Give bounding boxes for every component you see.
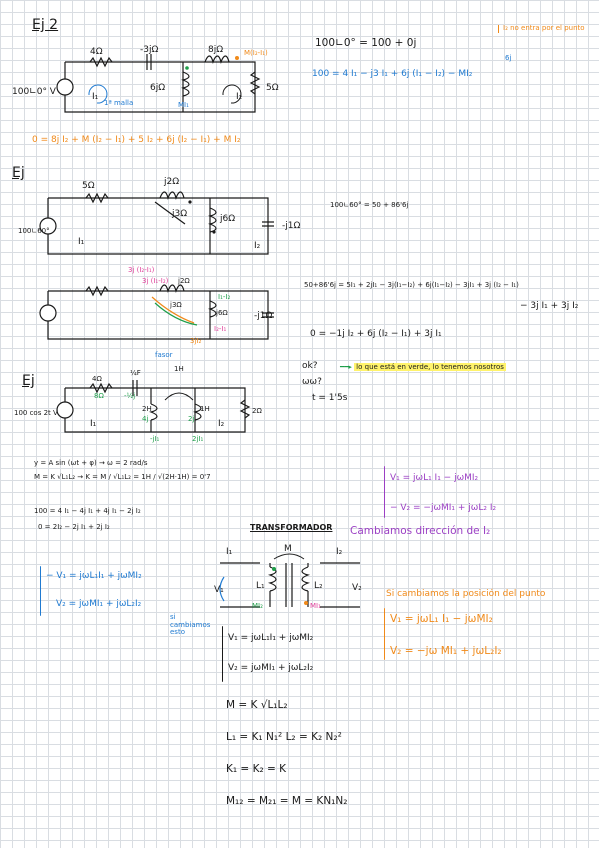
ej1-eq-phasor: 100∟60° = 50 + 86'6j [330,201,409,209]
trafo-right-note: Si cambiamos la posición del punto [386,589,546,599]
ej2-eq-tag: 6j [505,54,512,62]
ej1-b-a: 3j (I₂-I₁) [128,266,155,274]
ej3-rhs-brace [384,466,385,518]
ej3-eq-sin: y = A sin (ωt + φ) → ω = 2 rad/s [34,459,148,467]
ej2-circuit [56,54,261,113]
ej1-i1: I₁ [78,237,85,247]
ej1-b-d: j3Ω [170,301,182,309]
ej3-circuit [56,380,251,433]
ej3-n2: 2j [188,415,195,423]
ej2-title: Ej 2 [32,17,59,33]
trafo-right-v2: V₂ = −jω MI₁ + jωL₂I₂ [390,645,502,657]
ej2-r5: 5Ω [266,83,279,93]
ej1-b-c: j2Ω [178,277,190,285]
trafo-f4: M₁₂ = M₂₁ = M = KN₁N₂ [226,795,348,807]
trafo-left-v2: V₂ = jωMI₁ + jωL₂I₂ [56,599,142,609]
ej1-l3: j3Ω [172,209,188,219]
ej1-eq1: 50+86'6j = 5I₁ + 2jI₁ − 3j(I₁−I₂) + 6j(I… [304,281,519,289]
ej3-eq-a: 100 = 4 I₁ − 4j I₁ + 4j I₁ − 2j I₂ [34,507,141,515]
trafo-center-v2: V₂ = jωMI₁ + jωL₂I₂ [228,663,314,673]
ej2-i2: I₂ [236,92,243,102]
ej1-b-i: 3jI₂ [190,337,202,345]
ej3-r4: 4Ω [92,375,102,383]
ej2-eq-phasor: 100∟0° = 100 + 0j [315,37,417,49]
ej1-circuit-a [39,191,274,255]
trafo-center-brace [222,626,223,682]
ej3-q2: ωω? [302,377,322,387]
ej2-eq-mesh1: 100 = 4 I₁ − j3 I₁ + 6j (I₁ − I₂) − MI₂ [312,69,473,79]
ej3-rhs-v1: V₁ = jωL₁ I₁ − jωMI₂ [390,473,479,483]
ej2-r4: 4Ω [90,47,103,57]
ej1-r5: 5Ω [82,181,95,191]
ej2-i1: I₁ [92,92,99,102]
ej3-eq-m: M = K √L₁L₂ → K = M / √L₁L₂ = 1H / √(2H·… [34,473,211,481]
trafo-left-v1: − V₁ = jωL₁I₁ + jωMI₂ [46,571,142,581]
ej1-b-f: I₁-I₂ [218,293,231,301]
ej1-src: 100∟60° [18,227,50,235]
ej3-legend: ━━▸ lo que está en verde, lo tenemos nos… [340,363,506,371]
trafo-f3: K₁ = K₂ = K [226,763,287,775]
ej2-mi12: M(I₂-I₁) [244,49,268,57]
trafo-m: M [284,544,292,554]
ej1-b-h: I₂-I₁ [214,325,227,333]
trafo-change-dir: Cambiamos dirección de I₂ [350,525,491,537]
ej1-b-e: j6Ω [216,309,228,317]
ej3-ji2: 2jI₁ [192,435,204,443]
ej1-circuit-b [39,284,274,340]
ej3-legend-text: lo que está en verde, lo tenemos nosotro… [354,363,506,371]
ej3-fasor: fasor [155,351,173,359]
ej2-c3: -3jΩ [140,45,159,55]
ej1-b-g: -j1Ω [254,311,273,321]
ej3-ji1: -jI₁ [150,435,160,443]
ej3-q3: t = 1'5s [312,393,348,403]
trafo-left-brace [40,566,41,616]
ej1-eq1-tail: − 3j I₁ + 3j I₂ [520,301,579,311]
trafo-center-v1: V₁ = jωL₁I₁ + jωMI₂ [228,633,314,643]
ej1-title: Ej [12,165,25,181]
ej3-l1: 1H [200,405,210,413]
trafo-l2: L₂ [314,581,323,591]
ej3-rhs-v2: − V₂ = −jωMI₁ + jωL₂ I₂ [390,503,497,513]
ej3-n4: 4j [142,415,149,423]
ej3-r2: 2Ω [252,407,262,415]
ej3-i1: I₁ [90,419,97,429]
trafo-mi2: MI₂ [252,602,263,610]
ej3-q1: ok? [302,361,318,371]
trafo-right-v1: V₁ = jωL₁ I₁ − jωMI₂ [390,613,493,625]
ej1-l6: j6Ω [220,214,236,224]
ej2-mi1: MI₁ [178,101,189,109]
ej2-l8: 8jΩ [208,45,224,55]
trafo-v1: V₁ [214,585,224,595]
trafo-title: TRANSFORMADOR [250,523,333,532]
ej3-title: Ej [22,373,35,389]
ej1-c1: -j1Ω [282,221,301,231]
ej3-i2: I₂ [218,419,225,429]
trafo-right-brace [384,608,385,660]
ej1-i2: I₂ [254,241,261,251]
ej2-eq-mesh2: 0 = 8j I₂ + M (I₂ − I₁) + 5 I₂ + 6j (I₂ … [32,135,241,145]
ej1-eq2: 0 = −1j I₂ + 6j (I₂ − I₁) + 3j I₁ [310,329,442,339]
ej3-l2: 2H [142,405,152,413]
ej2-l6: 6jΩ [150,83,166,93]
trafo-i2: I₂ [336,547,343,557]
ej1-b-b: 3j (I₁-I₂) [142,277,169,285]
ej2-corner-note: I₂ no entra por el punto [498,24,585,33]
ej2-src: 100∟0° V [12,87,56,97]
trafo-v2: V₂ [352,583,362,593]
ej1-l2: j2Ω [164,177,180,187]
ej3-eq-b: 0 = 2I₂ − 2j I₁ + 2j I₂ [38,523,110,531]
ej3-c: ¼F [130,369,141,377]
ej3-src: 100 cos 2t V [14,409,58,417]
trafo-l1: L₁ [256,581,265,591]
trafo-circuit [219,553,360,608]
ej3-x8: 8Ω [94,392,104,400]
trafo-mi1: MI₁ [310,602,321,610]
ej3-m: 1H [174,365,184,373]
trafo-side-note: si cambiamos esto [170,613,211,637]
trafo-i1: I₁ [226,547,233,557]
trafo-f2: L₁ = K₁ N₁² L₂ = K₂ N₂² [226,731,342,743]
ej2-mesh1: 1ª malla [104,99,134,107]
trafo-f1: M = K √L₁L₂ [226,699,288,711]
ej3-jt: -½j [124,392,136,400]
